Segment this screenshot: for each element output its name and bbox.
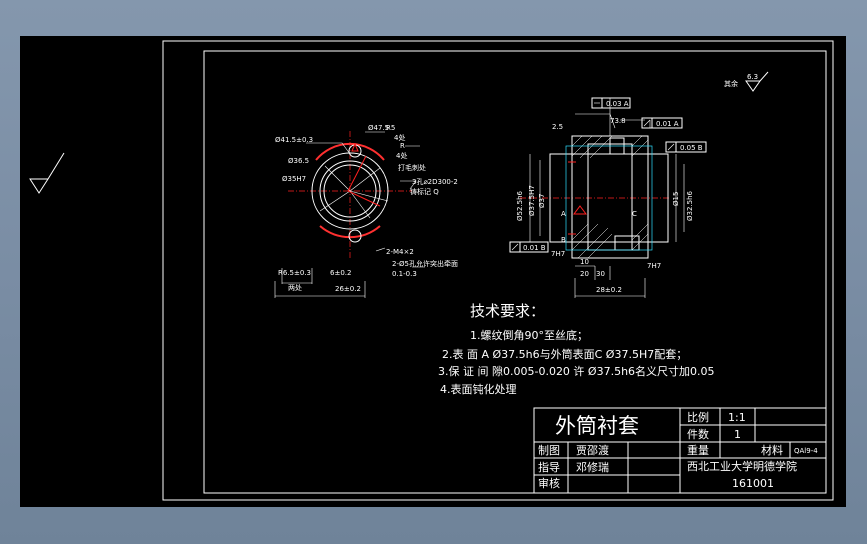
front-note-4b: 4处 [396, 151, 407, 160]
surface-finish-label: 其余 [724, 79, 738, 88]
side-dim-30: 30 [596, 270, 605, 278]
review-label: 审核 [538, 476, 560, 490]
tolerance-4: 0.01 B [523, 244, 546, 252]
drawing-canvas[interactable]: 其余 6.3 Ø41.5±0.3 Ø47.5 Ø36.5 Ø35H7 R5 4处… [20, 36, 846, 507]
drawing-title: 外筒衬套 [555, 414, 639, 438]
front-view [274, 131, 425, 298]
ratio-value: 1:1 [728, 411, 746, 424]
draw-name: 贾邵渡 [576, 443, 609, 457]
front-hole-tol: 0.1-0.3 [392, 270, 417, 278]
requirement-1: 1.螺纹倒角90°至丝底； [470, 328, 588, 342]
front-note-4: 4处 [394, 133, 405, 142]
front-angle: 2-M4×2 [386, 248, 414, 256]
front-dim-r5: R5 [386, 124, 395, 132]
front-r6: R6.5±0.3 [278, 269, 311, 277]
front-note-dash: 打毛刺处 [398, 163, 426, 172]
side-dia-l2: Ø37.5H7 [528, 185, 536, 216]
surface-finish-value: 6.3 [747, 73, 758, 81]
ratio-label: 比例 [687, 410, 709, 424]
datum-c: C [632, 210, 637, 218]
datum-b: B [561, 236, 566, 244]
quantity-value: 1 [734, 428, 741, 441]
requirement-4: 4.表面钝化处理 [440, 382, 517, 396]
requirement-2: 2.表 面 A Ø37.5h6与外筒表面C Ø37.5H7配套； [442, 347, 687, 361]
side-finish-b: 7H7 [647, 262, 661, 270]
front-dia-outer: Ø41.5±0.3 [275, 136, 313, 144]
requirements-title: 技术要求： [470, 302, 545, 320]
material-label: 材料 [761, 443, 783, 457]
tol-box-3 [665, 141, 707, 153]
finish-symbol-icon [745, 71, 769, 92]
tolerance-2: 0.01 A [656, 120, 679, 128]
datum-a: A [561, 210, 566, 218]
side-dia-l1: Ø52.5h6 [516, 190, 524, 221]
side-dim-25: 2.5 [552, 123, 563, 131]
quantity-label: 件数 [687, 428, 709, 441]
front-width-6: 6±0.2 [330, 269, 351, 277]
side-dia-r2: Ø15 [672, 192, 680, 206]
guide-label: 指导 [538, 460, 560, 474]
side-dim-20: 20 [580, 270, 589, 278]
draw-label: 制图 [538, 444, 560, 457]
material-value: QAl9-4 [794, 447, 818, 455]
outer-frame [162, 40, 834, 501]
title-block [533, 407, 827, 494]
drawing-code: 161001 [732, 477, 774, 490]
tolerance-3: 0.05 B [680, 144, 703, 152]
side-dia-r1: Ø32.5h6 [686, 190, 694, 221]
front-dia-36: Ø36.5 [288, 157, 309, 165]
front-note-thread: 3孔⌀2D300-2 [412, 178, 458, 186]
requirement-3: 3.保 证 间 隙0.005-0.020 许 Ø37.5h6名义尺寸加0.05 [438, 364, 715, 378]
tol-box-1 [591, 97, 631, 109]
front-dia-fit: Ø35H7 [282, 175, 306, 183]
tol-box-2 [641, 117, 683, 129]
section-view [520, 98, 685, 298]
tol-box-4 [509, 241, 549, 253]
weight-label: 重量 [687, 443, 709, 457]
front-dim-r: R [400, 142, 405, 150]
side-dim-28: 28±0.2 [596, 286, 622, 294]
inner-frame [203, 50, 827, 494]
front-holes: 2-Ø5孔允许突出牵面 [392, 259, 458, 268]
tolerance-1: 0.03 A [606, 100, 629, 108]
roughness-symbol-icon [29, 152, 65, 194]
side-finish-a: 7H7 [551, 250, 565, 258]
front-dia-pcd: Ø47.5 [368, 124, 389, 132]
school-name: 西北工业大学明德学院 [687, 459, 797, 473]
side-dim-top: 73.8 [610, 117, 626, 125]
front-note-mark: 铸标记 Q [410, 187, 439, 196]
guide-name: 邓修瑞 [576, 460, 609, 474]
side-dia-l3: Ø37 [538, 194, 546, 208]
front-two-places: 两处 [288, 283, 302, 292]
side-dim-10: 10 [580, 258, 589, 266]
front-width-26: 26±0.2 [335, 285, 361, 293]
